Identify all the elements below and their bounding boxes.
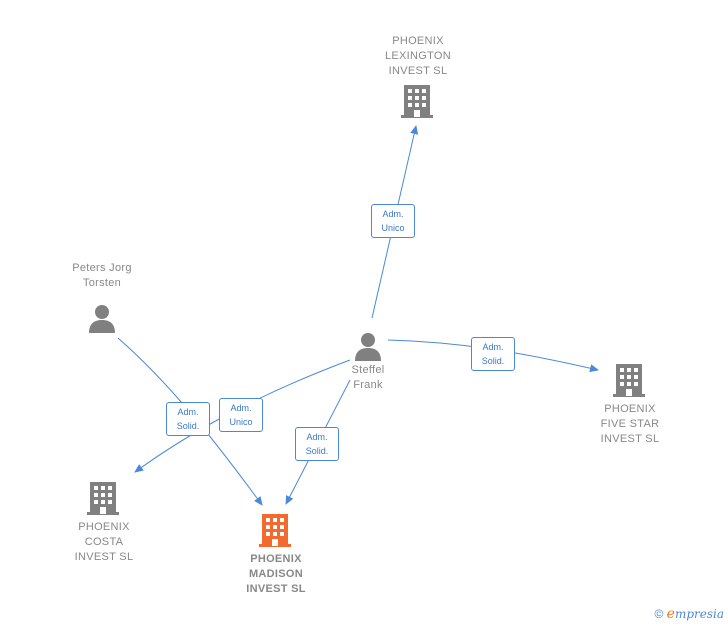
person-node-peters[interactable]: Peters Jorg Torsten [50,261,154,333]
relation-type: Unico [381,223,405,233]
relation-role: Adm. [177,407,199,417]
brand-name: mpresia [674,607,724,621]
brand-initial: e [666,606,675,622]
relation-label-steffel-costa[interactable]: Adm. Unico [219,398,263,432]
relation-type: Solid. [305,446,329,456]
relation-label-steffel-madison[interactable]: Adm. Solid. [295,427,339,461]
person-icon [89,305,115,333]
footer-brand[interactable]: © empresia [654,606,724,622]
relation-role: Adm. [482,342,504,352]
person-node-steffel[interactable]: Steffel Frank [332,331,404,393]
company-label: PHOENIX COSTA INVEST SL [74,521,134,563]
building-icon [613,364,645,397]
relation-type: Solid. [176,421,200,431]
relation-type: Solid. [481,356,505,366]
relation-type: Unico [229,417,253,427]
relation-role: Adm. [382,209,404,219]
relation-label-steffel-five-star[interactable]: Adm. Solid. [471,337,515,371]
company-label: PHOENIX MADISON INVEST SL [246,553,306,595]
company-node-lexington[interactable]: PHOENIX LEXINGTON INVEST SL [368,34,468,119]
relation-role: Adm. [230,403,252,413]
building-icon [401,85,433,118]
building-icon [87,482,119,515]
relation-label-peters-madison[interactable]: Adm. Solid. [166,402,210,436]
company-label: PHOENIX LEXINGTON INVEST SL [384,35,452,77]
company-node-madison[interactable]: PHOENIX MADISON INVEST SL [224,512,328,597]
company-label: PHOENIX FIVE STAR INVEST SL [600,403,660,445]
company-node-costa[interactable]: PHOENIX COSTA INVEST SL [52,480,156,565]
copyright-symbol: © [654,607,664,621]
company-node-five-star[interactable]: PHOENIX FIVE STAR INVEST SL [578,362,682,447]
person-label: Steffel Frank [351,364,385,391]
brand-logo: empresia [666,606,724,622]
building-icon [259,514,291,547]
relation-label-steffel-lexington[interactable]: Adm. Unico [371,204,415,238]
person-icon [355,333,381,361]
person-label: Peters Jorg Torsten [72,262,132,289]
relation-role: Adm. [306,432,328,442]
